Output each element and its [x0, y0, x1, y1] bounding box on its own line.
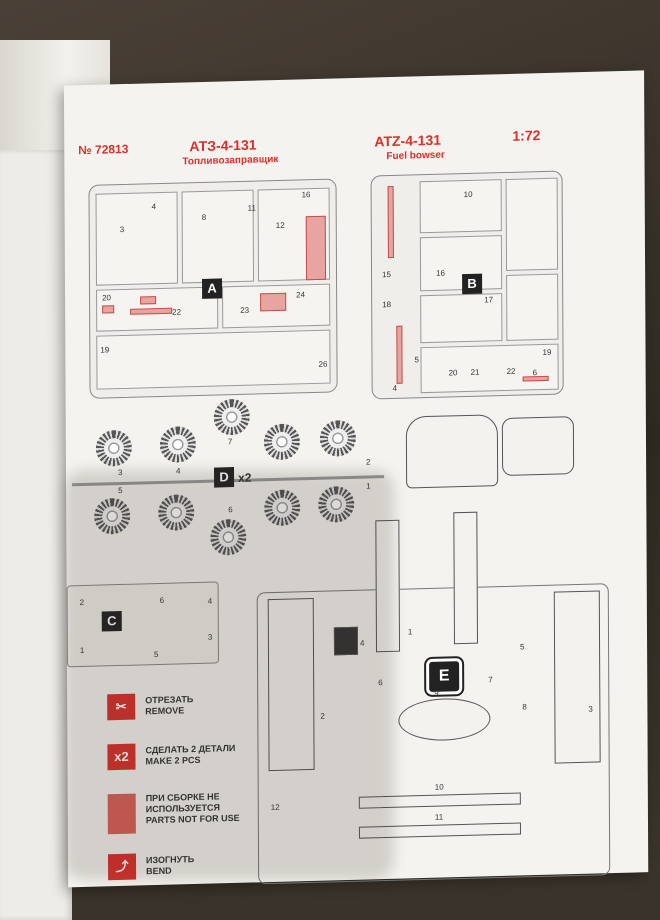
part-number: 5 [414, 355, 419, 365]
part-number: 19 [100, 345, 110, 355]
part-number: 7 [488, 675, 493, 685]
cab-rear-drawing [501, 416, 575, 477]
part-number: 24 [296, 290, 306, 300]
part-number: 22 [506, 366, 516, 376]
part-number: 15 [382, 269, 391, 280]
title-en: ATZ-4-131 [374, 131, 442, 150]
part-number: 23 [240, 305, 250, 315]
subtitle-ru: Топливозаправщик [182, 153, 279, 168]
part-number: 22 [172, 307, 182, 317]
scale-label: 1:72 [512, 127, 541, 144]
part-number: 8 [201, 212, 207, 222]
part-number: 1 [407, 627, 413, 637]
subtitle-en: Fuel bowser [386, 149, 445, 163]
part-number: 7 [227, 437, 233, 447]
wheel-part [95, 429, 132, 467]
kit-number: № 72813 [78, 141, 129, 158]
part-number: 17 [484, 295, 494, 305]
part-number: 4 [392, 383, 398, 393]
unused-part [305, 215, 327, 281]
unused-part [140, 296, 157, 305]
unused-part [102, 305, 115, 314]
sprue-a-frame: A 3 4 8 11 12 16 19 20 22 23 24 26 [88, 178, 338, 399]
part-number: 12 [275, 220, 285, 231]
part-number: 2 [365, 457, 371, 467]
sprue-b-cell [505, 177, 559, 271]
part-number: 8 [522, 702, 527, 712]
sprue-b-cell [420, 343, 559, 394]
chassis-part [398, 697, 491, 742]
sprue-a-badge: A [202, 278, 223, 299]
wheel-part [159, 426, 196, 464]
sprue-a-cell [96, 329, 331, 390]
kit-box-inner [0, 150, 72, 920]
title-ru: АТЗ-4-131 [189, 136, 257, 155]
part-number: 3 [119, 224, 125, 235]
sprue-e-badge: E [424, 655, 465, 698]
cab-drawing [405, 414, 499, 489]
unused-part [260, 292, 287, 312]
part-number: 20 [102, 293, 111, 303]
sprue-b-cell [419, 235, 503, 292]
wheel-part [213, 398, 250, 436]
part-number: 18 [382, 299, 392, 310]
hand-shadow [64, 470, 394, 880]
sprue-b-cell [419, 179, 502, 234]
part-number: 11 [247, 203, 256, 213]
unused-part [130, 307, 173, 315]
part-number: 16 [301, 190, 311, 200]
part-number: 16 [436, 268, 445, 278]
part-number: 10 [463, 189, 473, 200]
sprue-a-cell [181, 189, 255, 284]
part-number: 3 [588, 704, 593, 714]
part-number: 6 [532, 368, 538, 378]
part-number: 19 [542, 347, 552, 358]
part-number: 4 [151, 202, 157, 212]
part-number: 5 [520, 642, 525, 652]
part-number: 11 [434, 812, 444, 822]
sprue-b-frame: B 4 5 6 10 15 16 17 18 19 20 21 22 [370, 170, 564, 400]
unused-part [396, 325, 403, 384]
wheel-part [263, 423, 300, 461]
wheel-part [319, 419, 356, 457]
part-number: 9 [434, 688, 439, 698]
part-number: 10 [434, 782, 444, 792]
sprue-a-cell [95, 191, 179, 286]
part-number: 20 [448, 368, 458, 378]
chassis-rail [453, 511, 479, 645]
sprue-b-badge: B [462, 273, 483, 295]
chassis-rail [553, 590, 601, 764]
unused-part [387, 185, 394, 259]
part-number: 26 [318, 359, 328, 369]
part-number: 21 [470, 367, 480, 377]
sprue-b-cell [506, 273, 559, 341]
